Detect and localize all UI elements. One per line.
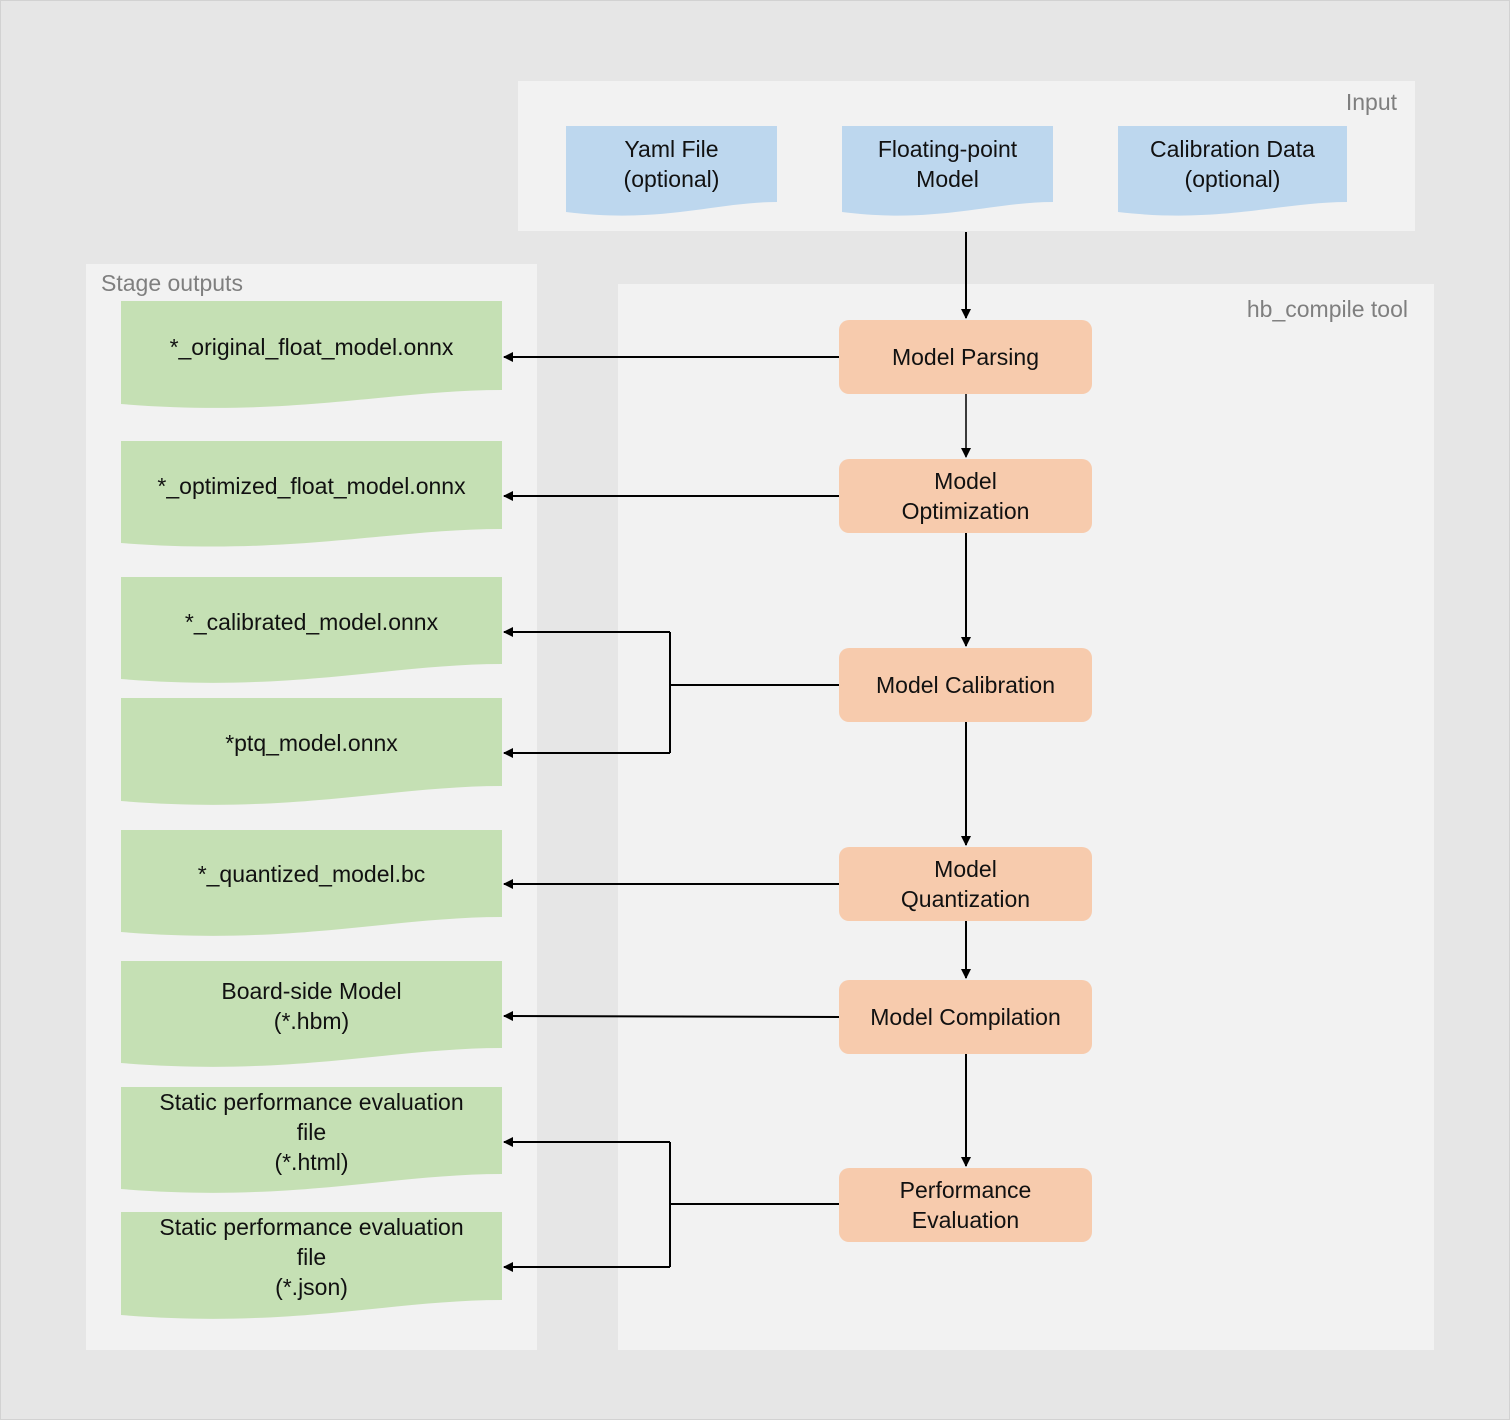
document-shape-icon [1118,126,1347,216]
input-doc-yaml-file: Yaml File (optional) [566,126,777,220]
stage-model-parsing: Model Parsing [839,320,1092,394]
output-doc-static-perf-json: Static performance evaluation file (*.js… [121,1212,502,1322]
document-shape-icon [121,1212,502,1319]
input-doc-label: Yaml File (optional) [623,136,720,192]
output-doc-original-float-model: *_original_float_model.onnx [121,301,502,411]
stage-label: Performance Evaluation [899,1177,1032,1233]
input-doc-label: Floating-point Model [877,136,1018,192]
output-doc-quantized-model: *_quantized_model.bc [121,830,502,940]
output-doc-label: Board-side Model (*.hbm) [221,978,402,1034]
output-doc-label: Static performance evaluation file (*.ht… [159,1089,464,1175]
input-doc-floating-point-model: Floating-point Model [842,126,1053,220]
document-shape-icon [121,1087,502,1193]
document-shape-icon [566,126,777,216]
output-doc-label: *_calibrated_model.onnx [184,609,439,635]
input-panel-title: Input [1345,89,1397,115]
stage-model-calibration: Model Calibration [839,648,1092,722]
input-doc-calibration-data: Calibration Data (optional) [1118,126,1347,220]
stage-label: Model Quantization [900,856,1031,912]
stage-outputs-panel-title: Stage outputs [101,270,243,296]
document-shape-icon [121,441,502,547]
output-doc-calibrated-model: *_calibrated_model.onnx [121,577,502,687]
stage-model-optimization: Model Optimization [839,459,1092,533]
output-doc-label: Static performance evaluation file (*.js… [159,1214,464,1300]
document-shape-icon [121,830,502,936]
output-doc-label: *ptq_model.onnx [225,730,398,756]
stage-performance-evaluation: Performance Evaluation [839,1168,1092,1242]
output-doc-label: *_original_float_model.onnx [169,334,454,360]
input-doc-label: Calibration Data (optional) [1150,136,1315,192]
document-shape-icon [121,961,502,1067]
output-doc-label: *_optimized_float_model.onnx [157,473,466,499]
document-shape-icon [121,698,502,805]
output-doc-ptq-model: *ptq_model.onnx [121,698,502,808]
hb-compile-tool-panel-title: hb_compile tool [1246,296,1408,322]
stage-model-quantization: Model Quantization [839,847,1092,921]
stage-label: Model Compilation [870,1004,1061,1030]
document-shape-icon [121,577,502,683]
output-doc-static-perf-html: Static performance evaluation file (*.ht… [121,1087,502,1197]
stage-label: Model Calibration [876,672,1055,698]
output-doc-board-side-model: Board-side Model (*.hbm) [121,961,502,1071]
document-shape-icon [121,301,502,408]
output-doc-optimized-float-model: *_optimized_float_model.onnx [121,441,502,549]
stage-label: Model Optimization [901,468,1030,524]
document-shape-icon [842,126,1053,216]
stage-label: Model Parsing [891,344,1040,370]
output-doc-label: *_quantized_model.bc [197,861,426,887]
stage-model-compilation: Model Compilation [839,980,1092,1054]
